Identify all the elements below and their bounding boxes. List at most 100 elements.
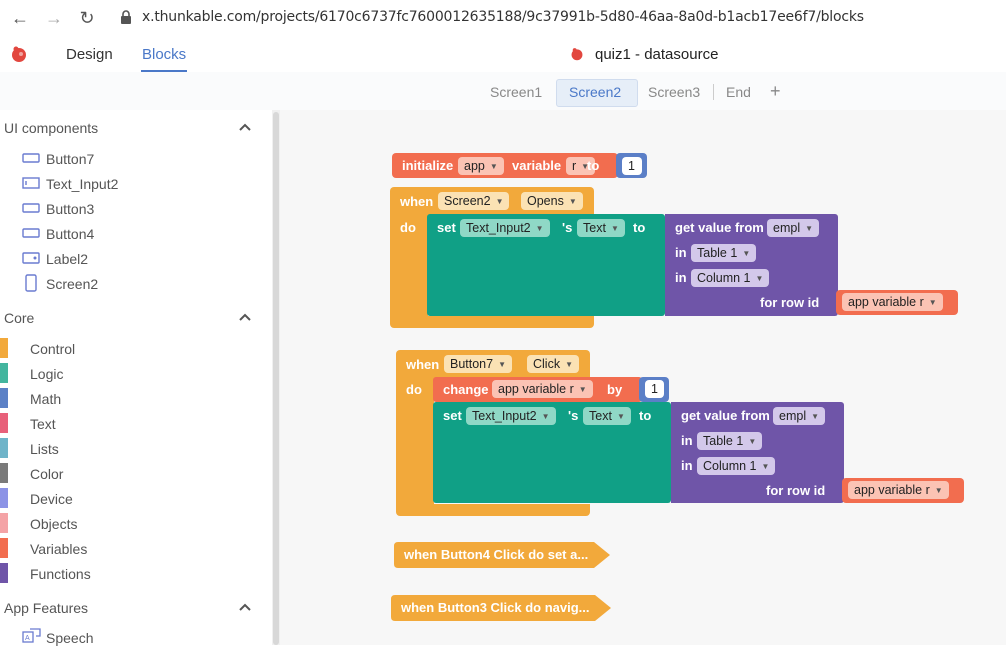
dropdown-arrow-icon: ▼ (761, 461, 770, 471)
column-dropdown[interactable]: Column 1 ▼ (697, 457, 776, 475)
core-lists[interactable]: Lists (30, 441, 59, 457)
thunkable-logo-icon[interactable] (10, 45, 28, 63)
block-label: to (587, 158, 600, 173)
tab-end[interactable]: End (726, 84, 751, 100)
reload-icon[interactable]: ↻ (79, 7, 95, 28)
event-dropdown[interactable]: Opens▼ (521, 192, 583, 210)
project-icon (571, 48, 583, 61)
component-button4[interactable]: Button4 (46, 226, 95, 242)
tab-screen3[interactable]: Screen3 (648, 84, 701, 100)
core-text[interactable]: Text (30, 416, 56, 432)
field-text: Column 1 (697, 271, 751, 285)
when-button-click-block[interactable]: when Button7▼ Click▼ (396, 350, 590, 378)
set-property-block[interactable]: set Text_Input2▼ 's Text▼ to (427, 214, 665, 316)
event-block-foot (390, 316, 594, 328)
set-property-block[interactable]: set Text_Input2▼ 's Text▼ to (433, 402, 671, 503)
number-field[interactable]: 1 (645, 380, 664, 398)
core-device[interactable]: Device (30, 491, 73, 507)
number-block[interactable]: 1 (616, 153, 647, 178)
event-block-foot (396, 504, 590, 516)
field-text: Column 1 (703, 459, 757, 473)
dropdown-arrow-icon: ▼ (755, 273, 764, 283)
tab-screen2[interactable]: Screen2 (569, 84, 622, 100)
variable-dropdown[interactable]: app variable r▼ (842, 293, 943, 311)
field-text: Text_Input2 (466, 221, 531, 235)
section-ui-components[interactable]: UI components (4, 120, 99, 136)
initialize-variable-block[interactable]: initialize app▼ variable r▼ to (392, 153, 618, 178)
chevron-up-icon[interactable] (238, 602, 252, 612)
chevron-up-icon[interactable] (238, 122, 252, 132)
component-button7[interactable]: Button7 (46, 151, 95, 167)
component-text-input2[interactable]: Text_Input2 (46, 176, 119, 192)
core-math[interactable]: Math (30, 391, 62, 407)
section-core[interactable]: Core (4, 310, 35, 326)
speech-icon: A (22, 628, 41, 643)
block-label: when (406, 357, 440, 372)
sidebar-scrollbar-thumb[interactable] (273, 112, 279, 645)
core-variables[interactable]: Variables (30, 541, 88, 557)
core-logic[interactable]: Logic (30, 366, 64, 382)
variable-dropdown[interactable]: app variable r▼ (848, 481, 949, 499)
core-functions[interactable]: Functions (30, 566, 91, 582)
table-dropdown[interactable]: Table 1▼ (697, 432, 763, 450)
get-value-block[interactable]: get value from empl▼ in Table 1▼ in Colu… (671, 402, 844, 503)
label-icon (22, 252, 40, 264)
component-dropdown[interactable]: Button7▼ (444, 355, 513, 373)
variable-name-field[interactable]: r▼ (566, 157, 596, 175)
field-text: Text_Input2 (472, 409, 537, 423)
core-control[interactable]: Control (30, 341, 76, 357)
variable-dropdown[interactable]: app variable r▼ (492, 380, 593, 398)
change-variable-block[interactable]: change app variable r▼ by (433, 377, 642, 402)
source-dropdown[interactable]: empl▼ (773, 407, 826, 425)
field-text: empl (779, 409, 807, 423)
variable-getter-block[interactable]: app variable r▼ (836, 290, 958, 315)
core-objects[interactable]: Objects (30, 516, 78, 532)
chevron-up-icon[interactable] (238, 312, 252, 322)
source-dropdown[interactable]: empl▼ (767, 219, 820, 237)
block-label: for row id (760, 295, 820, 310)
block-label: set (437, 220, 456, 235)
forward-arrow-icon[interactable]: → (45, 7, 63, 28)
control-swatch (0, 338, 8, 358)
block-label: set (443, 408, 462, 423)
collapsed-block-button4[interactable]: when Button4 Click do set a... (394, 542, 612, 568)
table-dropdown[interactable]: Table 1 ▼ (691, 244, 757, 262)
number-field[interactable]: 1 (622, 157, 642, 175)
block-label: in (675, 270, 687, 285)
event-dropdown[interactable]: Click▼ (527, 355, 580, 373)
collapsed-block-button3[interactable]: when Button3 Click do navig... (391, 595, 613, 621)
target-component-dropdown[interactable]: Text_Input2 ▼ (460, 219, 550, 237)
tab-design[interactable]: Design (66, 46, 113, 63)
property-dropdown[interactable]: Text▼ (577, 219, 625, 237)
field-text: Table 1 (697, 246, 738, 260)
back-arrow-icon[interactable]: ← (11, 7, 29, 28)
component-button3[interactable]: Button3 (46, 201, 95, 217)
target-component-dropdown[interactable]: Text_Input2▼ (466, 407, 556, 425)
tab-screen1[interactable]: Screen1 (490, 84, 543, 100)
section-app-features[interactable]: App Features (4, 600, 89, 616)
feature-speech[interactable]: Speech (46, 630, 94, 646)
scope-dropdown[interactable]: app▼ (458, 157, 504, 175)
column-dropdown[interactable]: Column 1 ▼ (691, 269, 770, 287)
block-label: 's (568, 408, 579, 423)
component-screen2[interactable]: Screen2 (46, 276, 99, 292)
add-screen-button[interactable]: + (770, 81, 781, 101)
component-dropdown[interactable]: Screen2▼ (438, 192, 510, 210)
browser-toolbar: ← → ↻ x.thunkable.com/projects/6170c6737… (0, 0, 1006, 37)
dropdown-arrow-icon: ▼ (495, 196, 504, 206)
when-screen-opens-block[interactable]: when Screen2▼ Opens▼ (390, 187, 594, 215)
component-label2[interactable]: Label2 (46, 251, 89, 267)
dropdown-arrow-icon: ▼ (581, 161, 590, 171)
address-bar[interactable]: x.thunkable.com/projects/6170c6737fc7600… (142, 9, 864, 25)
dropdown-arrow-icon: ▼ (742, 248, 751, 258)
device-swatch (0, 488, 8, 508)
number-block[interactable]: 1 (639, 377, 669, 402)
core-color[interactable]: Color (30, 466, 64, 482)
get-value-block[interactable]: get value from empl▼ in Table 1▼ in Colu… (665, 214, 838, 316)
collapsed-block-label: when Button3 Click do navig... (400, 600, 590, 615)
field-text: empl (773, 221, 801, 235)
dropdown-arrow-icon: ▼ (535, 223, 544, 233)
property-dropdown[interactable]: Text▼ (583, 407, 631, 425)
tab-blocks[interactable]: Blocks (142, 46, 187, 63)
variable-getter-block[interactable]: app variable r▼ (842, 478, 964, 503)
